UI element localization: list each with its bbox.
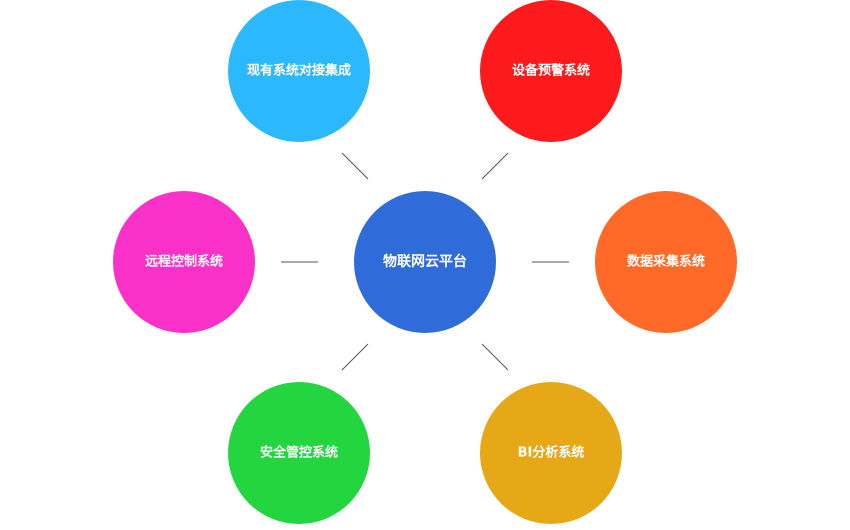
connector-bottom-right bbox=[481, 343, 509, 371]
node-data-collection: 数据采集系统 bbox=[595, 191, 737, 333]
node-data-collection-circle bbox=[595, 191, 737, 333]
node-alert: 设备预警系统 bbox=[480, 0, 622, 142]
node-alert-circle bbox=[480, 0, 622, 142]
node-remote-control-circle bbox=[113, 191, 255, 333]
node-integration-circle bbox=[228, 0, 370, 142]
node-bi-analysis-circle bbox=[480, 382, 622, 524]
hub-label: 物联网云平台 bbox=[383, 253, 467, 270]
hub-node: 物联网云平台 bbox=[354, 191, 496, 333]
node-bi-analysis-label: BI分析系统 bbox=[518, 445, 585, 461]
node-integration-label: 现有系统对接集成 bbox=[247, 63, 351, 79]
node-bi-analysis: BI分析系统 bbox=[480, 382, 622, 524]
connector-bottom-left bbox=[341, 343, 369, 371]
node-integration: 现有系统对接集成 bbox=[228, 0, 370, 142]
node-security-label: 安全管控系统 bbox=[260, 445, 338, 461]
node-security: 安全管控系统 bbox=[228, 382, 370, 524]
node-remote-control-label: 远程控制系统 bbox=[145, 254, 223, 270]
node-security-circle bbox=[228, 382, 370, 524]
node-remote-control: 远程控制系统 bbox=[113, 191, 255, 333]
connector-top-left bbox=[341, 152, 369, 180]
hub-circle bbox=[354, 191, 496, 333]
node-data-collection-label: 数据采集系统 bbox=[627, 254, 705, 270]
connector-top-right bbox=[481, 152, 509, 180]
node-alert-label: 设备预警系统 bbox=[512, 63, 590, 79]
